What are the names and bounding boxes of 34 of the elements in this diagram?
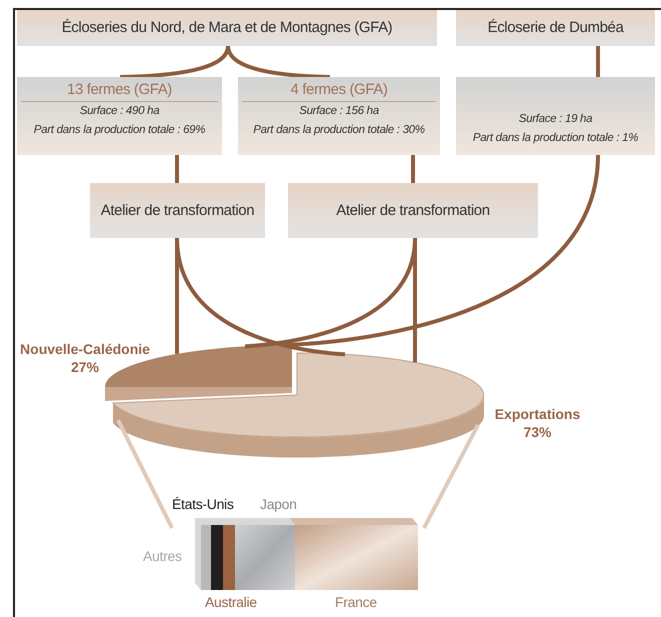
process-box bbox=[90, 183, 265, 238]
process-box bbox=[17, 10, 437, 46]
connector-line bbox=[175, 155, 179, 183]
process-box bbox=[456, 10, 655, 46]
process-box bbox=[288, 183, 538, 238]
bar-label: Japon bbox=[260, 496, 297, 512]
connector-line bbox=[226, 46, 330, 79]
box-text: Part dans la production totale : 1% bbox=[472, 131, 638, 146]
box-title: 4 fermes (GFA) bbox=[242, 77, 436, 102]
box-text: Écloseries du Nord, de Mara et de Montagnes (GFA) bbox=[60, 18, 394, 38]
bar-label: Autres bbox=[143, 548, 182, 564]
bar-label: Australie bbox=[205, 594, 257, 610]
box-text: Surface : 490 ha bbox=[80, 104, 160, 119]
slice-label: Exportations 73% bbox=[494, 405, 582, 441]
farm-box bbox=[17, 77, 222, 155]
box-text: Surface : 156 ha bbox=[299, 104, 379, 119]
box-text: Atelier de transformation bbox=[100, 200, 256, 220]
connector-line bbox=[413, 238, 417, 362]
box-text: Écloserie de Dumbéa bbox=[486, 18, 625, 38]
farm-box bbox=[238, 77, 440, 155]
box-text: Atelier de transformation bbox=[335, 200, 491, 220]
connector-line bbox=[120, 46, 230, 79]
connector-line bbox=[596, 46, 600, 77]
connector-line bbox=[411, 155, 415, 183]
pie-slice bbox=[112, 352, 484, 458]
box-text: Part dans la production totale : 30% bbox=[253, 123, 425, 138]
box-text: Part dans la production totale : 69% bbox=[34, 123, 206, 138]
connector-line bbox=[175, 238, 346, 356]
box-text: Surface : 19 ha bbox=[518, 112, 592, 127]
box-title: 13 fermes (GFA) bbox=[21, 77, 218, 102]
bar-label: États-Unis bbox=[172, 496, 234, 512]
bar-label: France bbox=[335, 594, 377, 610]
slice-label: Nouvelle-Calédonie 27% bbox=[20, 340, 150, 376]
farm-box bbox=[456, 77, 655, 155]
